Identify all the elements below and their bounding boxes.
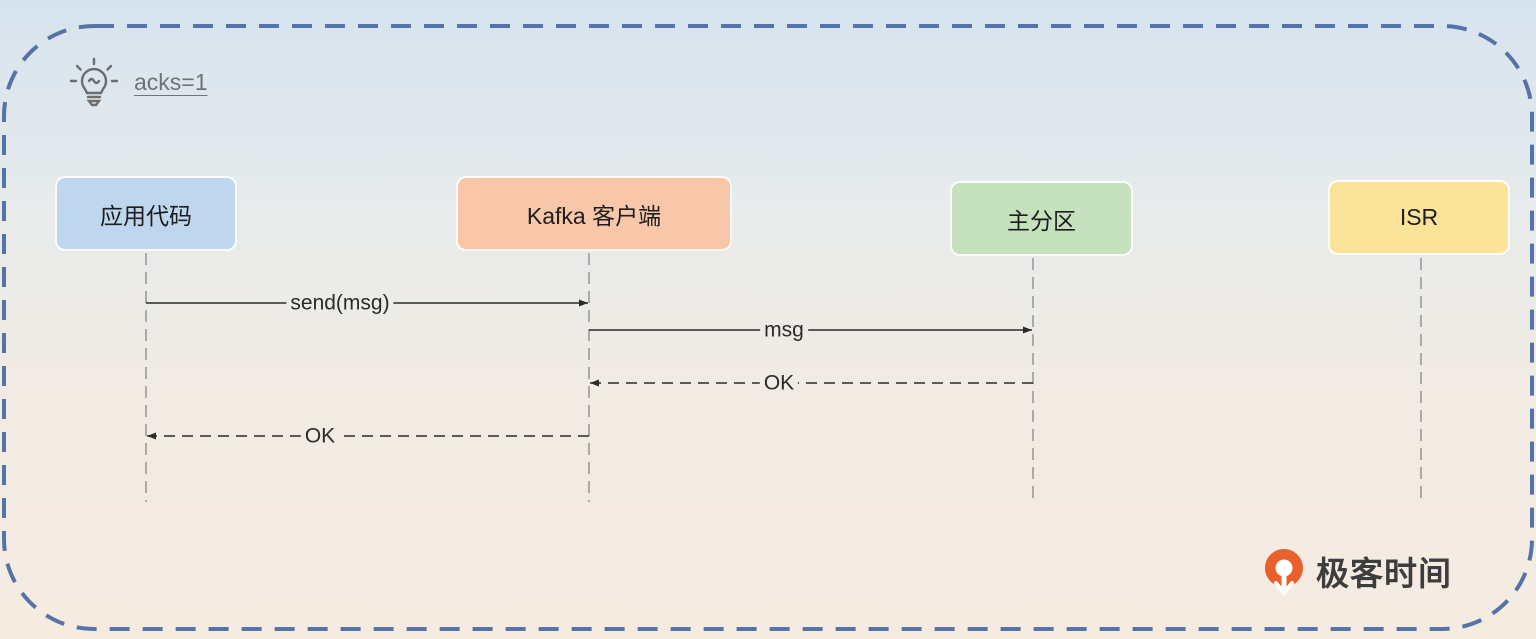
participant-kafka-client: Kafka 客户端 [456,176,732,251]
participant-app-label: 应用代码 [100,202,192,229]
participant-app: 应用代码 [55,176,237,251]
participant-kafka-client-label: Kafka 客户端 [526,202,662,229]
brand-name: 极客时间 [1316,555,1452,592]
message-label-msg: msg [760,319,808,341]
hint-label: acks=1 [134,68,208,95]
geektime-logo-icon [1264,549,1303,595]
hint: acks=1 [68,56,208,108]
brand-logo: 极客时间 [1262,546,1452,596]
participant-isr-label: ISR [1399,204,1439,230]
lightbulb-icon [69,57,119,107]
message-label-ok-leader: OK [759,372,799,394]
message-label-send: send(msg) [286,292,394,314]
participant-isr: ISR [1328,180,1510,255]
participant-leader-partition: 主分区 [950,181,1133,256]
participant-leader-partition-label: 主分区 [1007,207,1076,234]
message-label-ok-client: OK [300,425,340,447]
